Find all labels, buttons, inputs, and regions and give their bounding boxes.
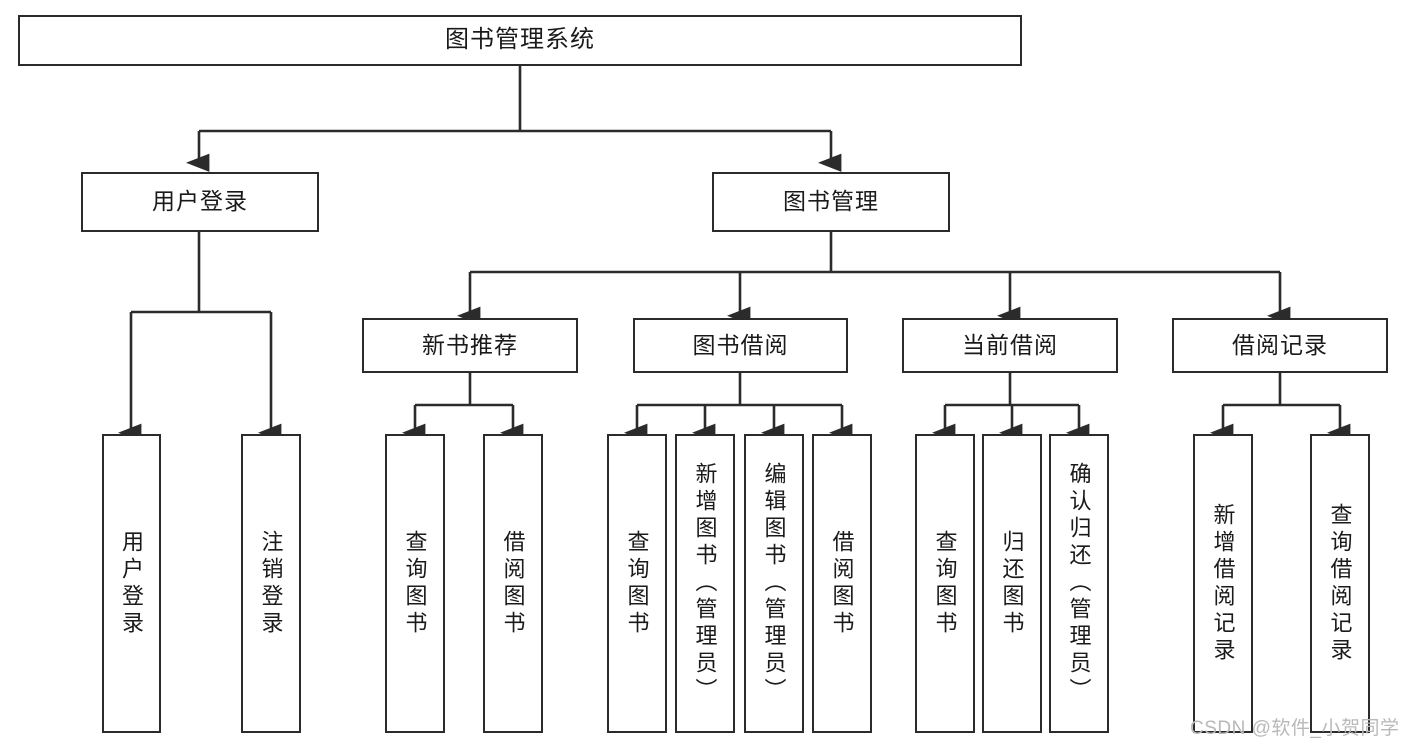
leaf-book-borrow-query-book[interactable]: 查询图书 (607, 434, 667, 733)
node-new-book-recommend[interactable]: 新书推荐 (362, 318, 578, 373)
node-label: 归还图书 (999, 529, 1025, 638)
node-label: 注销登录 (258, 529, 284, 638)
node-label: 确认归还（管理员） (1066, 462, 1092, 705)
node-label: 新增图书（管理员） (692, 462, 718, 705)
node-label: 图书管理 (783, 188, 879, 215)
leaf-book-borrow-edit-book-admin[interactable]: 编辑图书（管理员） (744, 434, 804, 733)
leaf-current-borrow-query-book[interactable]: 查询图书 (915, 434, 975, 733)
node-borrow-record[interactable]: 借阅记录 (1172, 318, 1388, 373)
node-book-borrow[interactable]: 图书借阅 (633, 318, 848, 373)
leaf-book-borrow-add-book-admin[interactable]: 新增图书（管理员） (675, 434, 735, 733)
leaf-new-book-query-book[interactable]: 查询图书 (385, 434, 445, 733)
leaf-new-book-borrow-book[interactable]: 借阅图书 (483, 434, 543, 733)
node-current-borrow[interactable]: 当前借阅 (902, 318, 1118, 373)
leaf-current-borrow-return-book[interactable]: 归还图书 (982, 434, 1042, 733)
leaf-borrow-record-query-record[interactable]: 查询借阅记录 (1310, 434, 1370, 733)
node-user-login[interactable]: 用户登录 (81, 172, 319, 232)
node-label: 用户登录 (152, 188, 248, 215)
leaf-book-borrow-borrow-book[interactable]: 借阅图书 (812, 434, 872, 733)
node-label: 借阅图书 (500, 529, 526, 638)
node-label: 借阅记录 (1232, 331, 1328, 358)
node-label: 查询图书 (932, 529, 958, 638)
leaf-user-login-logout[interactable]: 注销登录 (241, 434, 301, 733)
node-book-management[interactable]: 图书管理 (712, 172, 950, 232)
node-label: 图书借阅 (692, 331, 789, 358)
node-label: 借阅图书 (829, 529, 855, 638)
node-label: 查询图书 (402, 529, 428, 638)
node-label: 新书推荐 (422, 331, 518, 358)
node-label: 当前借阅 (962, 331, 1058, 358)
leaf-user-login-login[interactable]: 用户登录 (102, 434, 161, 733)
node-label: 编辑图书（管理员） (761, 462, 787, 705)
watermark-text: CSDN @软件_小贺同学 (1190, 718, 1400, 739)
node-label: 用户登录 (119, 529, 145, 638)
node-label: 新增借阅记录 (1210, 502, 1236, 665)
node-root-system[interactable]: 图书管理系统 (18, 15, 1022, 66)
node-label: 查询借阅记录 (1327, 502, 1353, 665)
leaf-borrow-record-add-record[interactable]: 新增借阅记录 (1193, 434, 1253, 733)
node-label: 查询图书 (624, 529, 650, 638)
leaf-current-borrow-confirm-return-admin[interactable]: 确认归还（管理员） (1049, 434, 1109, 733)
node-label: 图书管理系统 (445, 26, 595, 54)
